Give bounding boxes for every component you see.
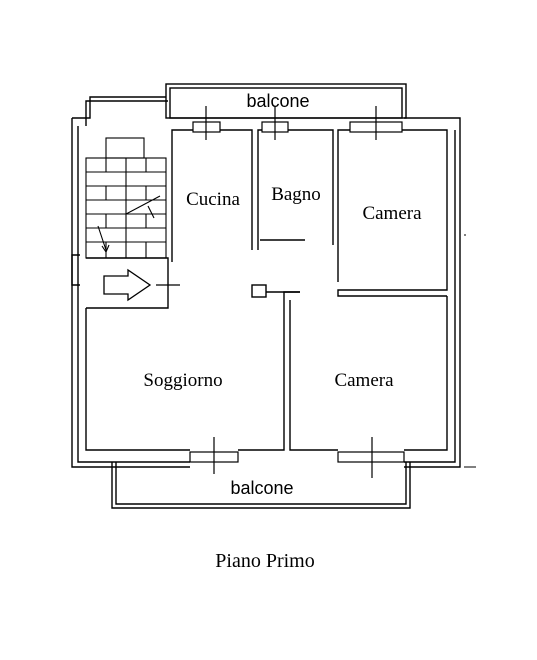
room-label-bathroom: Bagno <box>271 184 321 205</box>
room-label-living: Soggiorno <box>143 370 222 391</box>
entrance-arrow <box>103 268 152 302</box>
balcony-bottom <box>111 462 411 509</box>
plan-caption: Piano Primo <box>215 550 314 572</box>
balcony-label-top: balcone <box>246 91 309 111</box>
outer-walls <box>71 96 461 468</box>
room-label-bedroom-bottom: Camera <box>334 370 394 391</box>
interior-walls <box>85 129 448 451</box>
room-label-kitchen: Cucina <box>186 189 240 210</box>
room-label-bedroom-top: Camera <box>362 203 422 224</box>
staircase <box>85 137 167 259</box>
scale-marks <box>464 234 476 468</box>
window-openings <box>189 106 405 478</box>
balcony-label-bottom: balcone <box>230 478 293 498</box>
balcony-top <box>165 83 407 119</box>
